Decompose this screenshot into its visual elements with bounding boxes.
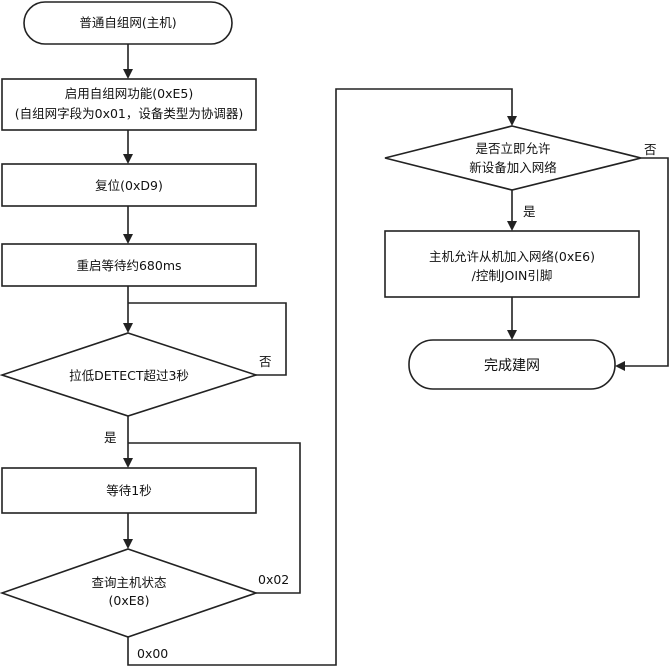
connector-allow-no [624, 157, 669, 367]
allow-no-label: 否 [644, 142, 657, 157]
enable-adhoc-box [1, 78, 257, 131]
enable-adhoc-text-1: 启用自组网功能(0xE5) [65, 86, 193, 101]
enable-adhoc-text-2: (自组网字段为0x01，设备类型为协调器) [15, 106, 244, 121]
query-text-2: (0xE8) [109, 593, 150, 608]
arrowhead [123, 323, 133, 333]
allow-join-box [384, 230, 640, 298]
arrowhead [507, 221, 517, 231]
query-text-1: 查询主机状态 [91, 575, 166, 590]
wait-box [1, 467, 257, 514]
reset-box [1, 163, 257, 207]
detect-no-label: 否 [259, 354, 272, 369]
start-text: 普通自组网(主机) [79, 15, 176, 30]
allow-q-text-2: 新设备加入网络 [469, 160, 557, 175]
arrowhead [123, 234, 133, 244]
detect-text: 拉低DETECT超过3秒 [69, 368, 189, 383]
allow-q-text-1: 是否立即允许 [475, 141, 550, 156]
arrowhead [123, 69, 133, 79]
done-text: 完成建网 [484, 358, 540, 374]
done-terminator [408, 339, 616, 390]
reset-text: 复位(0xD9) [95, 178, 163, 193]
detect-yes-label: 是 [104, 430, 117, 445]
allow-join-decision [384, 125, 642, 191]
query-0x00-label: 0x00 [137, 646, 168, 661]
connector-query-0x00 [127, 88, 513, 666]
connector-detect-no-loop [128, 302, 287, 376]
query-0x02-label: 0x02 [258, 572, 289, 587]
arrowhead [123, 458, 133, 468]
arrowhead [507, 330, 517, 340]
allow-join-text-1: 主机允许从机加入网络(0xE6) [429, 249, 595, 264]
arrowhead [123, 539, 133, 549]
arrowhead [123, 154, 133, 164]
arrowhead [615, 361, 625, 371]
arrowhead [507, 116, 517, 126]
restart-wait-box [1, 243, 257, 287]
allow-yes-label: 是 [523, 204, 536, 219]
allow-join-text-2: /控制JOIN引脚 [472, 268, 553, 283]
wait-text: 等待1秒 [106, 483, 151, 498]
connector-query-0x02-loop [128, 442, 301, 594]
restart-wait-text: 重启等待约680ms [76, 258, 181, 273]
